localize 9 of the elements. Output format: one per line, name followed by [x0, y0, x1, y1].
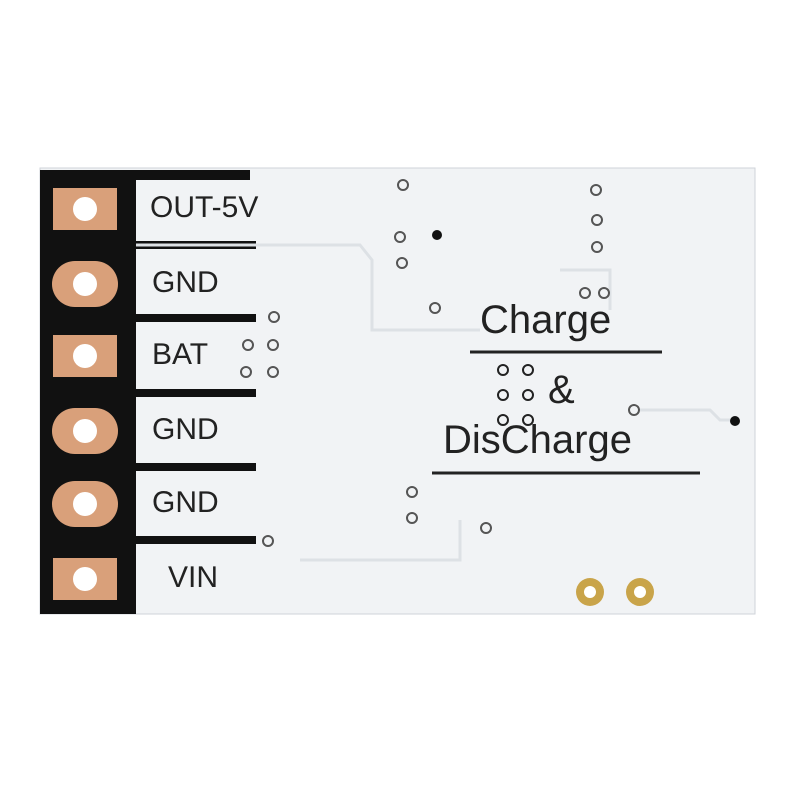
pin-label: BAT — [152, 340, 208, 370]
silkscreen-text: & — [548, 370, 575, 410]
silkscreen-text: Charge — [480, 300, 612, 340]
pin-label: GND — [152, 488, 219, 518]
pin-label: GND — [152, 415, 219, 445]
silkscreen-text: DisCharge — [443, 420, 632, 460]
pin-label: GND — [152, 268, 219, 298]
pin-label: OUT-5V — [150, 193, 258, 223]
pin-label: VIN — [168, 563, 218, 593]
